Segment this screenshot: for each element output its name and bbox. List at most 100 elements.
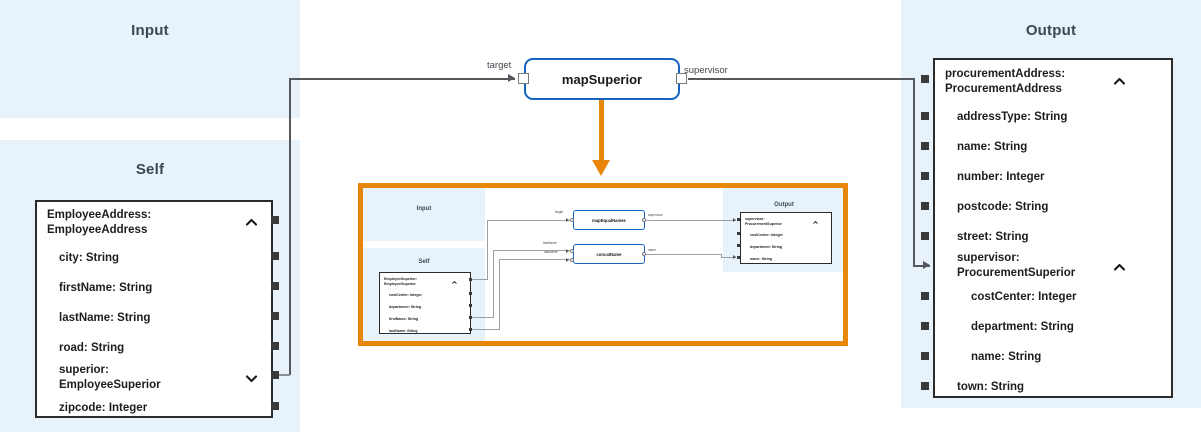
- chevron-down-icon[interactable]: [245, 372, 258, 385]
- self-field-row-3[interactable]: road: String: [37, 340, 271, 356]
- self-port-city[interactable]: [271, 252, 279, 260]
- self-node-header-row[interactable]: EmployeeAddress: EmployeeAddress: [37, 208, 271, 238]
- self-port-superior[interactable]: [271, 371, 279, 379]
- output-field-label-3: postcode: String: [957, 200, 1049, 213]
- output-field-row-4[interactable]: street: String: [935, 229, 1171, 245]
- inset-self-port-header[interactable]: [469, 278, 472, 281]
- inset-self-header: EmployeeSuperior: EmployeeSuperior: [384, 277, 417, 286]
- inset-arrowhead-name: [733, 255, 736, 259]
- inset-fnode1-output-port-name[interactable]: [642, 252, 646, 256]
- edge-label-target: target: [487, 60, 512, 71]
- self-port-firstname[interactable]: [271, 282, 279, 290]
- function-input-port-target[interactable]: [518, 73, 529, 84]
- output-schema-node[interactable]: procurementAddress: ProcurementAddress a…: [933, 58, 1173, 398]
- wire-output-supervisor-lead: [913, 265, 930, 267]
- wire-self-to-map-vertical: [289, 78, 291, 375]
- inset-output-port-costcenter[interactable]: [737, 232, 740, 235]
- output-field-row-9[interactable]: town: String: [935, 379, 1171, 395]
- inset-self-port-department[interactable]: [469, 304, 472, 307]
- output-field-row-5[interactable]: supervisor: ProcurementSuperior: [935, 252, 1171, 279]
- self-field-label-2: lastName: String: [59, 311, 151, 324]
- inset-wire-0a: [472, 279, 488, 280]
- self-port-road[interactable]: [271, 342, 279, 350]
- self-port-zipcode[interactable]: [271, 402, 279, 410]
- inset-edge-label-supervisor: supervisor: [648, 213, 663, 217]
- inset-wire-4a: [646, 254, 722, 255]
- inset-fnode0-output-port[interactable]: [642, 218, 646, 222]
- inset-arrowhead-fn0-in: [566, 218, 569, 222]
- output-port-header[interactable]: [921, 75, 929, 83]
- inset-fnode1-input-port-firstname[interactable]: [570, 249, 574, 253]
- chevron-up-icon[interactable]: [813, 220, 818, 225]
- inset-output-header: supervisor: ProcurementSuperior: [745, 217, 782, 226]
- arrowhead-output-supervisor: [923, 261, 930, 269]
- arrowhead-map-target: [508, 74, 515, 82]
- output-port-street[interactable]: [921, 232, 929, 240]
- inset-self-port-costcenter[interactable]: [469, 292, 472, 295]
- output-field-row-8[interactable]: name: String: [935, 349, 1171, 365]
- output-field-row-0[interactable]: addressType: String: [935, 109, 1171, 125]
- self-field-row-5[interactable]: zipcode: Integer: [37, 400, 271, 416]
- self-schema-node[interactable]: EmployeeAddress: EmployeeAddress city: S…: [35, 200, 273, 418]
- inset-edge-label-target: target: [555, 210, 564, 214]
- inset-output-port-department[interactable]: [737, 244, 740, 247]
- function-output-port-supervisor[interactable]: [676, 73, 687, 84]
- inset-output-port-name[interactable]: [737, 256, 740, 259]
- chevron-up-icon[interactable]: [245, 216, 258, 229]
- inset-function-label-1: concatName: [596, 251, 622, 257]
- output-field-row-2[interactable]: number: Integer: [935, 169, 1171, 185]
- self-field-row-4[interactable]: superior: EmployeeSuperior: [37, 364, 271, 391]
- inset-function-node-mapequalnames[interactable]: mapEqualNames: [573, 210, 645, 230]
- inset-wire-2c: [499, 259, 571, 260]
- wire-map-supervisor-vertical: [913, 78, 915, 266]
- output-field-row-1[interactable]: name: String: [935, 139, 1171, 155]
- callout-arrow-head: [592, 160, 610, 176]
- output-field-row-3[interactable]: postcode: String: [935, 199, 1171, 215]
- self-port-lastname[interactable]: [271, 312, 279, 320]
- inset-self-schema-node[interactable]: EmployeeSuperior: EmployeeSuperior costC…: [379, 272, 471, 334]
- wire-map-supervisor-out: [688, 78, 914, 80]
- function-node-mapsuperior[interactable]: mapSuperior: [524, 58, 680, 100]
- lane-output-title: Output: [1025, 22, 1077, 39]
- output-port-number[interactable]: [921, 172, 929, 180]
- output-port-name[interactable]: [921, 142, 929, 150]
- lane-input: [0, 0, 300, 118]
- output-field-label-9: town: String: [957, 380, 1025, 393]
- output-port-town[interactable]: [921, 382, 929, 390]
- self-port-header[interactable]: [271, 216, 279, 224]
- output-node-header-row[interactable]: procurementAddress: ProcurementAddress: [935, 67, 1171, 97]
- chevron-up-icon[interactable]: [452, 280, 457, 285]
- self-field-label-0: city: String: [59, 251, 120, 264]
- inset-self-field-2: firstName: String: [389, 317, 419, 321]
- chevron-up-icon[interactable]: [1113, 75, 1126, 88]
- output-port-costcenter[interactable]: [921, 292, 929, 300]
- output-field-row-7[interactable]: department: String: [935, 319, 1171, 335]
- inset-function-node-concatname[interactable]: concatName: [573, 244, 645, 264]
- output-field-label-4: street: String: [957, 230, 1029, 243]
- inset-edge-label-lastname: lastName: [544, 250, 558, 254]
- inset-self-port-lastname[interactable]: [469, 328, 472, 331]
- inset-output-schema-node[interactable]: supervisor: ProcurementSuperior costCent…: [740, 212, 832, 264]
- self-field-label-1: firstName: String: [59, 281, 153, 294]
- inset-fnode1-input-port-lastname[interactable]: [570, 258, 574, 262]
- output-field-label-6: costCenter: Integer: [971, 290, 1077, 303]
- inset-wire-4b: [721, 254, 722, 258]
- output-port-postcode[interactable]: [921, 202, 929, 210]
- inset-self-port-firstname[interactable]: [469, 316, 472, 319]
- output-field-row-6[interactable]: costCenter: Integer: [935, 289, 1171, 305]
- output-port-addresstype[interactable]: [921, 112, 929, 120]
- self-field-row-1[interactable]: firstName: String: [37, 280, 271, 296]
- output-port-supervisor-name[interactable]: [921, 352, 929, 360]
- inset-lane-self-title: Self: [418, 259, 430, 265]
- inset-edge-label-firstname: firstName: [543, 241, 557, 245]
- output-port-department[interactable]: [921, 322, 929, 330]
- inset-wire-0c: [487, 220, 571, 221]
- inset-lane-input-title: Input: [416, 206, 432, 212]
- inset-output-field-1: department: String: [750, 245, 783, 249]
- self-field-row-0[interactable]: city: String: [37, 250, 271, 266]
- self-field-row-2[interactable]: lastName: String: [37, 310, 271, 326]
- inset-output-port-supervisor[interactable]: [737, 218, 740, 221]
- mapsuperior-detail-inset[interactable]: Input Self Output EmployeeSuperior: Empl…: [358, 183, 848, 346]
- chevron-up-icon[interactable]: [1113, 261, 1126, 274]
